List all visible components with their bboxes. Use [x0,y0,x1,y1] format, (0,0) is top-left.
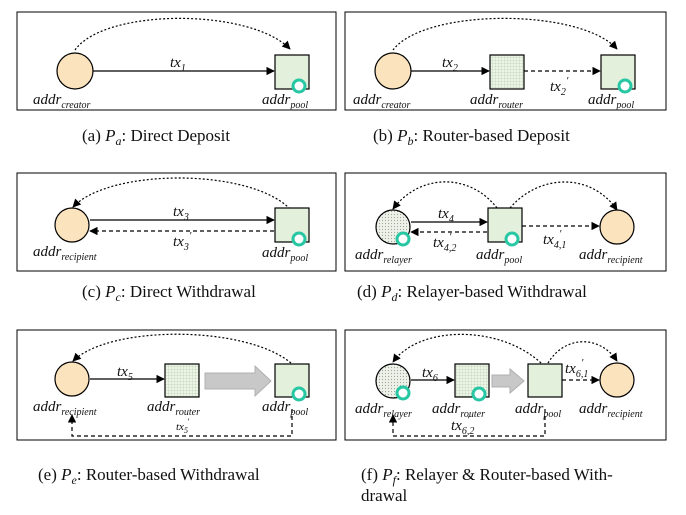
caption-c: (c) Pc: Direct Withdrawal [82,282,256,304]
tx-prime-label: tx5 [176,421,188,435]
tx-prime-label: tx3 [173,234,189,253]
tx-prime-2-mark: ′ [467,414,470,426]
relayer-ring-icon [395,231,411,247]
router-label: addrrouter [147,399,200,418]
panel-c-frame [16,172,337,272]
pool-label: addrpool [262,399,308,418]
caption-d: (d) Pd: Relayer-based Withdrawal [357,282,587,304]
panel-b: tx2 tx2 ′ addrcreator addrrouter addrpoo… [344,11,667,148]
pool-label: addrpool [515,401,561,420]
pool-return-arc [72,177,291,210]
panel-a-frame [16,11,337,111]
relayer-ring-icon [395,385,411,401]
creator-label: addrcreator [353,92,411,111]
creator-node [56,52,94,90]
pool-return-arc [74,17,291,51]
panel-d-frame [344,172,667,272]
router-ring-icon [471,386,487,402]
tx-prime-return-line [67,409,293,437]
relayer-label: addrrelayer [355,401,412,420]
panel-d: tx4 tx4,2 ′ tx4,1 ′ addrrelayer addrpool… [344,172,667,304]
tx-prime-1-mark: ′ [449,231,452,243]
pool-node [527,363,563,398]
pool-ring-icon [291,386,307,402]
tx-prime-2-return-line [388,409,546,437]
caption-e: (e) Pe: Router-based Withdrawal [38,465,260,487]
recipient-node [54,207,90,243]
recipient-arc [547,341,618,364]
creator-node [374,52,412,90]
relayer-arc [392,181,498,210]
recipient-node [599,209,635,245]
recipient-label: addrrecipient [579,401,643,420]
router-node [164,363,200,398]
tx-prime-2-label: tx6,2 [451,418,474,437]
router-node [489,54,525,90]
pool-ring-icon [504,231,520,247]
panel-a: tx1 addrcreator addrpool (a) Pa: Direct … [16,11,337,148]
pool-return-arc [72,333,292,364]
big-transfer-arrow [491,367,525,395]
pool-ring-icon [617,78,633,94]
tx-label: tx4 [438,206,454,225]
caption-f: (f) Pf: Relayer & Router-based With- [361,465,613,487]
caption-a: (a) Pa: Direct Deposit [82,126,230,148]
big-transfer-arrow [204,364,272,398]
router-label: addrrouter [470,92,523,111]
tx-prime-1-label: tx6,1 [565,361,588,380]
pool-return-arc [392,17,618,51]
recipient-node [54,361,90,397]
pool-label: addrpool [262,245,308,264]
tx-prime-2-mark: ′ [559,228,562,240]
panel-e: tx5 tx5 ′ addrrecipient addrrouter addrp… [16,329,337,487]
recipient-node [599,362,635,398]
panel-f-frame [344,329,667,441]
tx-label: tx2 [442,55,458,74]
recipient-label: addrrecipient [579,247,643,266]
pool-label: addrpool [588,92,634,111]
tx-prime-mark: ′ [189,230,192,242]
pool-label: addrpool [476,247,522,266]
relayer-arc [392,333,542,364]
tx-prime-1-mark: ′ [581,357,584,369]
caption-b: (b) Pb: Router-based Deposit [373,126,570,148]
recipient-arc [509,181,618,211]
panel-f: tx6 tx6,1 ′ tx6,2 ′ addrrelayer addrrout… [344,329,667,505]
panel-c: tx3 tx3 ′ addrrecipient addrpool (c) Pc:… [16,172,337,304]
relayer-label: addrrelayer [355,247,412,266]
panel-e-frame [16,329,337,441]
panel-b-frame [344,11,667,111]
tx-label: tx3 [173,204,189,223]
tx-prime-1-label: tx4,2 [433,235,456,254]
tx-prime-mark: ′ [566,75,569,87]
pool-ring-icon [291,78,307,94]
pool-ring-icon [291,231,307,247]
tx-prime-mark: ′ [187,417,190,427]
recipient-label: addrrecipient [33,244,97,263]
tx-label: tx6 [422,365,438,384]
recipient-label: addrrecipient [33,399,97,418]
tx-label: tx1 [170,55,186,74]
caption-f-line2: drawal [361,486,408,505]
creator-label: addrcreator [33,92,91,111]
pool-label: addrpool [262,92,308,111]
router-label: addrrouter [432,401,485,420]
tx-prime-label: tx2 [550,79,566,98]
tx-label: tx5 [117,364,133,383]
tx-prime-2-label: tx4,1 [543,232,566,251]
